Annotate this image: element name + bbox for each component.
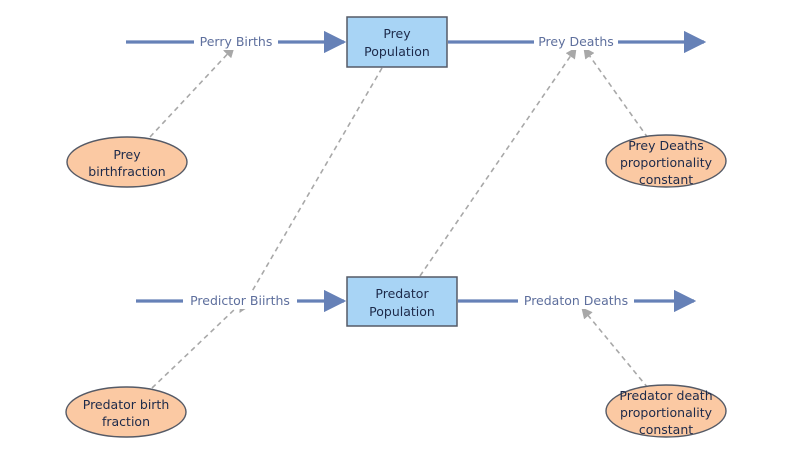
- auxiliary-predator-death-constant[interactable]: Predator death proportionality constant: [605, 384, 727, 438]
- stock-label-line: Population: [369, 304, 435, 319]
- stock-label-line: Predator: [375, 286, 429, 301]
- link-prey-deaths-constant-to-prey-deaths: [583, 47, 649, 139]
- link-prey-population-to-predator-births: [239, 67, 383, 313]
- auxiliary-label-line: Prey: [113, 147, 141, 162]
- auxiliary-label-line: proportionality: [620, 405, 713, 420]
- auxiliary-label-line: proportionality: [620, 155, 713, 170]
- link-predator-death-constant-to-predator-deaths: [581, 307, 649, 389]
- auxiliary-label-line: Predator birth: [83, 397, 170, 412]
- auxiliary-label-line: constant: [639, 422, 693, 437]
- stock-label-line: Prey: [383, 26, 411, 41]
- auxiliary-label-line: Prey Deaths: [628, 138, 704, 153]
- auxiliary-prey-deaths-constant[interactable]: Prey Deaths proportionality constant: [605, 134, 727, 188]
- auxiliary-predator-birth-fraction[interactable]: Predator birth fraction: [65, 386, 187, 438]
- auxiliary-label-line: fraction: [102, 414, 150, 429]
- flow-predator-deaths[interactable]: Predaton Deaths: [518, 293, 634, 309]
- auxiliary-prey-birthfraction[interactable]: Prey birthfraction: [66, 136, 188, 188]
- stock-predator-population[interactable]: Predator Population: [346, 276, 458, 327]
- stock-label-line: Population: [364, 44, 430, 59]
- flow-label-predator-births: Predictor Biirths: [190, 293, 290, 308]
- stock-prey-population[interactable]: Prey Population: [346, 16, 448, 68]
- flow-predator-births[interactable]: Predictor Biirths: [183, 293, 297, 309]
- link-predator-birth-fraction-to-predator-births: [151, 307, 237, 389]
- flow-label-prey-births: Perry Births: [200, 34, 273, 49]
- link-predator-population-to-prey-deaths: [419, 47, 577, 277]
- auxiliary-label-line: constant: [639, 172, 693, 187]
- flow-label-predator-deaths: Predaton Deaths: [524, 293, 628, 308]
- auxiliary-label-line: Predator death: [619, 388, 712, 403]
- link-prey-birthfraction-to-prey-births: [149, 46, 235, 138]
- flow-prey-deaths[interactable]: Prey Deaths: [534, 34, 618, 50]
- auxiliary-label-line: birthfraction: [88, 164, 165, 179]
- flow-prey-births[interactable]: Perry Births: [194, 34, 278, 50]
- flow-label-prey-deaths: Prey Deaths: [538, 34, 614, 49]
